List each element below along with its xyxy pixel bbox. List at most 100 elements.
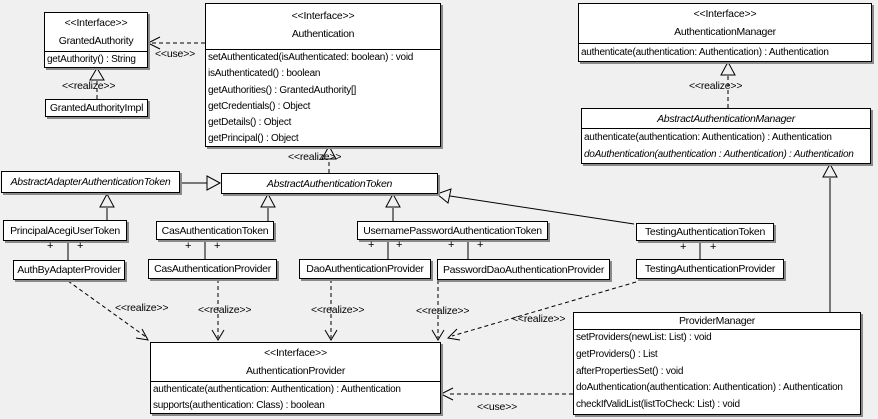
- class-auth-by-adapter-provider[interactable]: AuthByAdapterProvider: [13, 260, 125, 280]
- class-authentication[interactable]: <<Interface>> Authentication setAuthenti…: [205, 3, 441, 147]
- edge-realize-testingprovider-authprovider: [446, 281, 637, 341]
- association-plus: +: [368, 239, 375, 251]
- class-dao-authentication-provider[interactable]: DaoAuthenticationProvider: [299, 259, 431, 279]
- edge-gen-principal-adaptertoken: [99, 192, 115, 220]
- method-label: doAuthentication(authentication : Authen…: [584, 149, 854, 160]
- method-label: getAuthority() : String: [47, 54, 136, 65]
- edge-gen-testingtoken-abstracttoken: [435, 188, 635, 225]
- method-label: getDetails() : Object: [208, 117, 292, 129]
- class-name: ProviderManager: [574, 313, 860, 330]
- class-principal-acegi-user-token[interactable]: PrincipalAcegiUserToken: [3, 220, 127, 241]
- class-name: UsernamePasswordAuthenticationToken: [363, 224, 542, 237]
- methods-compartment: setAuthenticated(isAuthenticated: boolea…: [206, 50, 440, 148]
- realize-label: <<realize>>: [62, 80, 116, 92]
- class-name: GrantedAuthorityImpl: [49, 102, 144, 114]
- method-label: getAuthorities() : GrantedAuthority[]: [208, 84, 357, 96]
- edge-gen-providermanager-absauthmanager: [822, 162, 838, 312]
- edge-use-authentication-grantedauthority: [146, 36, 205, 50]
- class-title: <<Interface>> GrantedAuthority: [45, 13, 147, 52]
- class-name: AuthenticationManager: [674, 26, 776, 38]
- class-name: PasswordDaoAuthenticationProvider: [442, 263, 605, 276]
- realize-label: <<realize>>: [689, 80, 743, 92]
- class-cas-authentication-provider[interactable]: CasAuthenticationProvider: [148, 259, 277, 279]
- class-title: <<Interface>> Authentication: [206, 4, 440, 50]
- class-name: DaoAuthenticationProvider: [306, 263, 424, 275]
- class-name: AbstractAdapterAuthenticationToken: [10, 176, 171, 188]
- methods-compartment: authenticate(authentication: Authenticat…: [579, 44, 871, 61]
- association-plus: +: [396, 239, 403, 251]
- association-plus: +: [77, 240, 84, 252]
- stereotype-label: <<Interface>>: [64, 17, 128, 29]
- class-authentication-provider[interactable]: <<Interface>> AuthenticationProvider aut…: [150, 342, 441, 414]
- class-title: <<Interface>> AuthenticationManager: [579, 4, 871, 44]
- method-label: doAuthentication(authentication: Authent…: [576, 382, 843, 394]
- class-name: AuthenticationProvider: [245, 365, 346, 377]
- method-label: checkIfValidList(listToCheck: List) : vo…: [576, 399, 740, 411]
- method-label: setProviders(newList: List) : void: [576, 332, 712, 343]
- association-plus: +: [47, 240, 54, 252]
- edge-realize-absauthmanager-authmanager: [720, 60, 736, 108]
- method-label: setAuthenticated(isAuthenticated: boolea…: [208, 52, 414, 63]
- edge-realize-authbyadapter-authprovider: [67, 280, 149, 341]
- realize-label: <<realize>>: [288, 151, 342, 163]
- method-label: supports(authentication: Class) : boolea…: [153, 400, 325, 411]
- class-testing-authentication-provider[interactable]: TestingAuthenticationProvider: [636, 259, 784, 279]
- class-title: <<Interface>> AuthenticationProvider: [151, 343, 440, 382]
- class-cas-authentication-token[interactable]: CasAuthenticationToken: [156, 221, 274, 240]
- method-label: getProviders() : List: [576, 348, 658, 360]
- edge-realize-grantedauthorityimpl: [89, 67, 105, 99]
- class-abstract-authentication-token[interactable]: AbstractAuthenticationToken: [221, 173, 438, 194]
- stereotype-label: <<Interface>>: [693, 8, 757, 20]
- realize-label: <<realize>>: [115, 302, 169, 314]
- class-name: PrincipalAcegiUserToken: [10, 224, 120, 237]
- realize-label: <<realize>>: [416, 305, 470, 317]
- class-granted-authority-impl[interactable]: GrantedAuthorityImpl: [45, 99, 148, 117]
- edge-realize-casprovider-authprovider: [211, 279, 225, 341]
- realize-label: <<realize>>: [198, 304, 252, 316]
- stereotype-label: <<Interface>>: [264, 347, 327, 359]
- realize-label: <<realize>>: [512, 313, 566, 325]
- class-name: CasAuthenticationToken: [161, 224, 269, 237]
- class-name: TestingAuthenticationToken: [644, 226, 766, 238]
- association-plus: +: [214, 240, 221, 252]
- class-name: TestingAuthenticationProvider: [644, 263, 776, 275]
- association-plus: +: [710, 241, 717, 253]
- realize-label: <<realize>>: [311, 304, 365, 316]
- methods-compartment: setProviders(newList: List) : void getPr…: [574, 330, 860, 414]
- class-abstract-adapter-authentication-token[interactable]: AbstractAdapterAuthenticationToken: [1, 171, 180, 193]
- method-label: authenticate(authentication: Authenticat…: [153, 384, 401, 395]
- class-granted-authority[interactable]: <<Interface>> GrantedAuthority getAuthor…: [44, 12, 148, 68]
- association-plus: +: [477, 239, 484, 251]
- method-label: isAuthenticated() : boolean: [208, 68, 321, 80]
- method-label: getPrincipal() : Object: [208, 133, 299, 145]
- edge-realize-daoprovider-authprovider: [324, 279, 338, 341]
- edge-gen-uptoken-abstracttoken: [385, 192, 401, 221]
- class-authentication-manager[interactable]: <<Interface>> AuthenticationManager auth…: [578, 3, 872, 62]
- stereotype-label: <<Interface>>: [291, 10, 355, 22]
- method-label: authenticate(authentication: Authenticat…: [584, 132, 832, 143]
- method-label: afterPropertiesSet() : void: [576, 365, 684, 377]
- class-username-password-authentication-token[interactable]: UsernamePasswordAuthenticationToken: [357, 221, 548, 240]
- class-name: AbstractAuthenticationManager: [582, 109, 870, 129]
- class-testing-authentication-token[interactable]: TestingAuthenticationToken: [636, 223, 774, 241]
- methods-compartment: authenticate(authentication: Authenticat…: [151, 382, 440, 414]
- class-name: CasAuthenticationProvider: [154, 263, 271, 275]
- methods-compartment: getAuthority() : String: [45, 52, 147, 68]
- use-label: <<use>>: [477, 401, 518, 413]
- class-name: AbstractAuthenticationToken: [266, 177, 393, 190]
- association-plus: +: [680, 241, 687, 253]
- class-password-dao-authentication-provider[interactable]: PasswordDaoAuthenticationProvider: [437, 259, 610, 280]
- edge-gen-adaptertoken-abstracttoken: [179, 175, 222, 191]
- use-label: <<use>>: [155, 48, 196, 60]
- class-provider-manager[interactable]: ProviderManager setProviders(newList: Li…: [573, 312, 861, 415]
- class-name: AuthByAdapterProvider: [17, 264, 121, 276]
- class-name: GrantedAuthority: [58, 35, 134, 47]
- method-label: authenticate(authentication: Authenticat…: [581, 47, 829, 58]
- association-plus: +: [185, 240, 192, 252]
- class-abstract-authentication-manager[interactable]: AbstractAuthenticationManager authentica…: [581, 108, 871, 164]
- association-plus: +: [448, 239, 455, 251]
- edge-realize-passworddao-authprovider: [431, 280, 445, 341]
- edge-use-providermanager-authprovider: [439, 387, 573, 401]
